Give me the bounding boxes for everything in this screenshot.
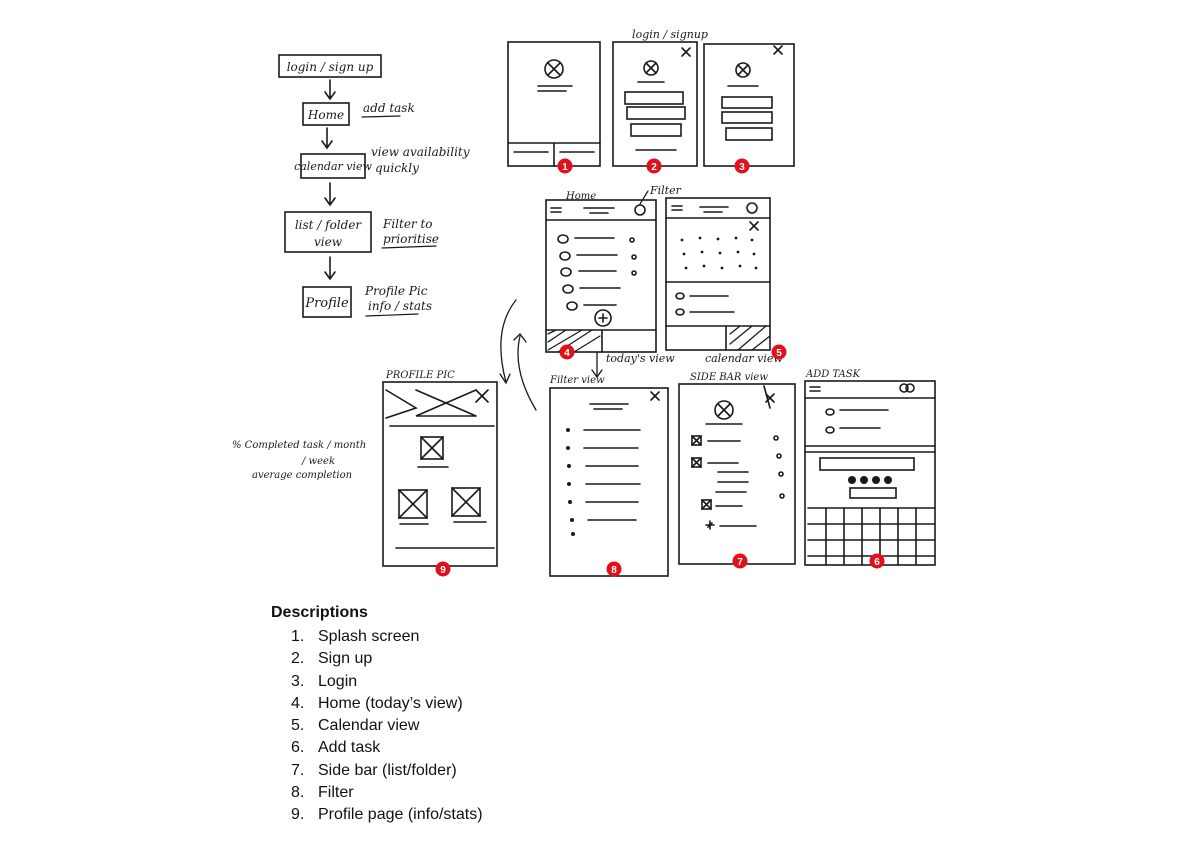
- descriptions: Descriptions 1. Splash screen 2. Sign up 3…: [271, 604, 771, 827]
- list-item: 1. Splash screen: [271, 626, 771, 648]
- badge-8: 8: [606, 561, 622, 577]
- flow-box-home: [302, 102, 350, 126]
- badges: 1 2 3 4 5 6 7 8 9: [435, 158, 885, 577]
- badge-2: 2: [646, 158, 662, 174]
- list-item: 6. Add task: [271, 737, 771, 759]
- list-item: 8. Filter: [271, 782, 771, 804]
- flow-list-note-2: prioritise: [383, 232, 439, 246]
- badge-1: 1: [557, 158, 573, 174]
- item-number: 5.: [291, 717, 305, 735]
- user-flow: login / sign up Home add task calendar v…: [278, 54, 470, 318]
- badge-4-label: 4: [564, 348, 570, 359]
- screen-8-filter: [549, 387, 669, 577]
- badge-4: 4: [559, 344, 575, 360]
- flow-home-note: add task: [363, 101, 415, 115]
- item-number: 2.: [291, 650, 305, 668]
- item-number: 9.: [291, 806, 305, 824]
- list-item: 4. Home (today’s view): [271, 693, 771, 715]
- label-filter: Filter: [649, 184, 682, 197]
- badge-8-label: 8: [611, 565, 617, 576]
- flow-profile-note-1: Profile Pic: [364, 284, 428, 298]
- flow-profile-label: Profile: [304, 296, 349, 311]
- flow-login-label: login / sign up: [287, 60, 374, 74]
- label-filter-view: Filter view: [549, 375, 605, 386]
- badge-5-label: 5: [776, 348, 782, 359]
- label-side-bar-view: SIDE BAR view: [690, 372, 768, 383]
- flow-box-login: [278, 54, 382, 78]
- descriptions-title: Descriptions: [271, 604, 368, 621]
- flow-profile-note-2: info / stats: [368, 299, 432, 313]
- screen-5-calendar: [665, 197, 771, 351]
- item-label: Side bar (list/folder): [318, 761, 457, 779]
- flow-list-label-2: view: [314, 235, 343, 249]
- flow-list-label: list / folder: [295, 218, 363, 232]
- flow-home-label: Home: [307, 108, 344, 122]
- badge-3: 3: [734, 158, 750, 174]
- screen-1-splash: [507, 41, 601, 167]
- flow-box-profile: [302, 286, 352, 318]
- badge-9-label: 9: [440, 565, 446, 576]
- badge-7: 7: [732, 553, 748, 569]
- item-label: Filter: [318, 784, 354, 802]
- wireframe-sketch: login / sign up Home add task calendar v…: [232, 28, 936, 577]
- item-label: Add task: [318, 739, 381, 757]
- item-label: Sign up: [318, 650, 373, 668]
- list-item: 7. Side bar (list/folder): [271, 760, 771, 782]
- badge-7-label: 7: [737, 557, 743, 568]
- list-item: 3. Login: [271, 671, 771, 693]
- badge-2-label: 2: [651, 162, 657, 173]
- label-stats-3: average completion: [252, 470, 352, 481]
- label-profile-pic: PROFILE PIC: [385, 370, 455, 381]
- label-add-task: ADD TASK: [805, 369, 861, 380]
- item-label: Profile page (info/stats): [318, 806, 483, 824]
- flow-calendar-label: calendar view: [294, 160, 372, 173]
- flow-box-calendar: [300, 153, 366, 179]
- item-label: Calendar view: [318, 717, 420, 735]
- label-todays-view: today's view: [606, 352, 675, 365]
- badge-6: 6: [869, 553, 885, 569]
- item-label: Login: [318, 672, 358, 690]
- item-number: 8.: [291, 784, 305, 802]
- badge-3-label: 3: [739, 162, 745, 173]
- list-item: 5. Calendar view: [271, 715, 771, 737]
- screen-3-login: [703, 43, 795, 167]
- badge-6-label: 6: [874, 557, 880, 568]
- badge-1-label: 1: [562, 162, 568, 173]
- flow-calendar-note-1: view availability: [371, 145, 470, 159]
- flow-calendar-note-2: quickly: [375, 161, 419, 175]
- screen-6-add-task: [804, 380, 936, 566]
- list-item: 9. Profile page (info/stats): [271, 804, 771, 826]
- item-label: Home (today’s view): [318, 694, 463, 712]
- item-label: Splash screen: [318, 628, 420, 645]
- screen-7-sidebar: [678, 383, 796, 565]
- flow-list-note-1: Filter to: [382, 217, 433, 231]
- badge-5: 5: [771, 344, 787, 360]
- label-calendar-view: calendar view: [705, 352, 783, 365]
- screen-4-home: [545, 199, 657, 353]
- label-home: Home: [565, 191, 596, 202]
- item-number: 7.: [291, 761, 305, 779]
- label-stats-2: / week: [301, 456, 335, 467]
- item-number: 4.: [291, 694, 305, 712]
- screen-2-signup: [612, 41, 698, 167]
- item-number: 6.: [291, 739, 305, 757]
- flow-box-list: [284, 211, 372, 253]
- label-stats-1: % Completed task / month: [232, 440, 366, 451]
- label-login-signup: login / signup: [632, 28, 708, 41]
- badge-9: 9: [435, 561, 451, 577]
- descriptions-list: 1. Splash screen 2. Sign up 3. Login 4. Home…: [271, 626, 771, 827]
- list-item: 2. Sign up: [271, 648, 771, 670]
- item-number: 3.: [291, 672, 305, 690]
- item-number: 1.: [291, 628, 305, 645]
- screen-9-profile: [382, 381, 498, 567]
